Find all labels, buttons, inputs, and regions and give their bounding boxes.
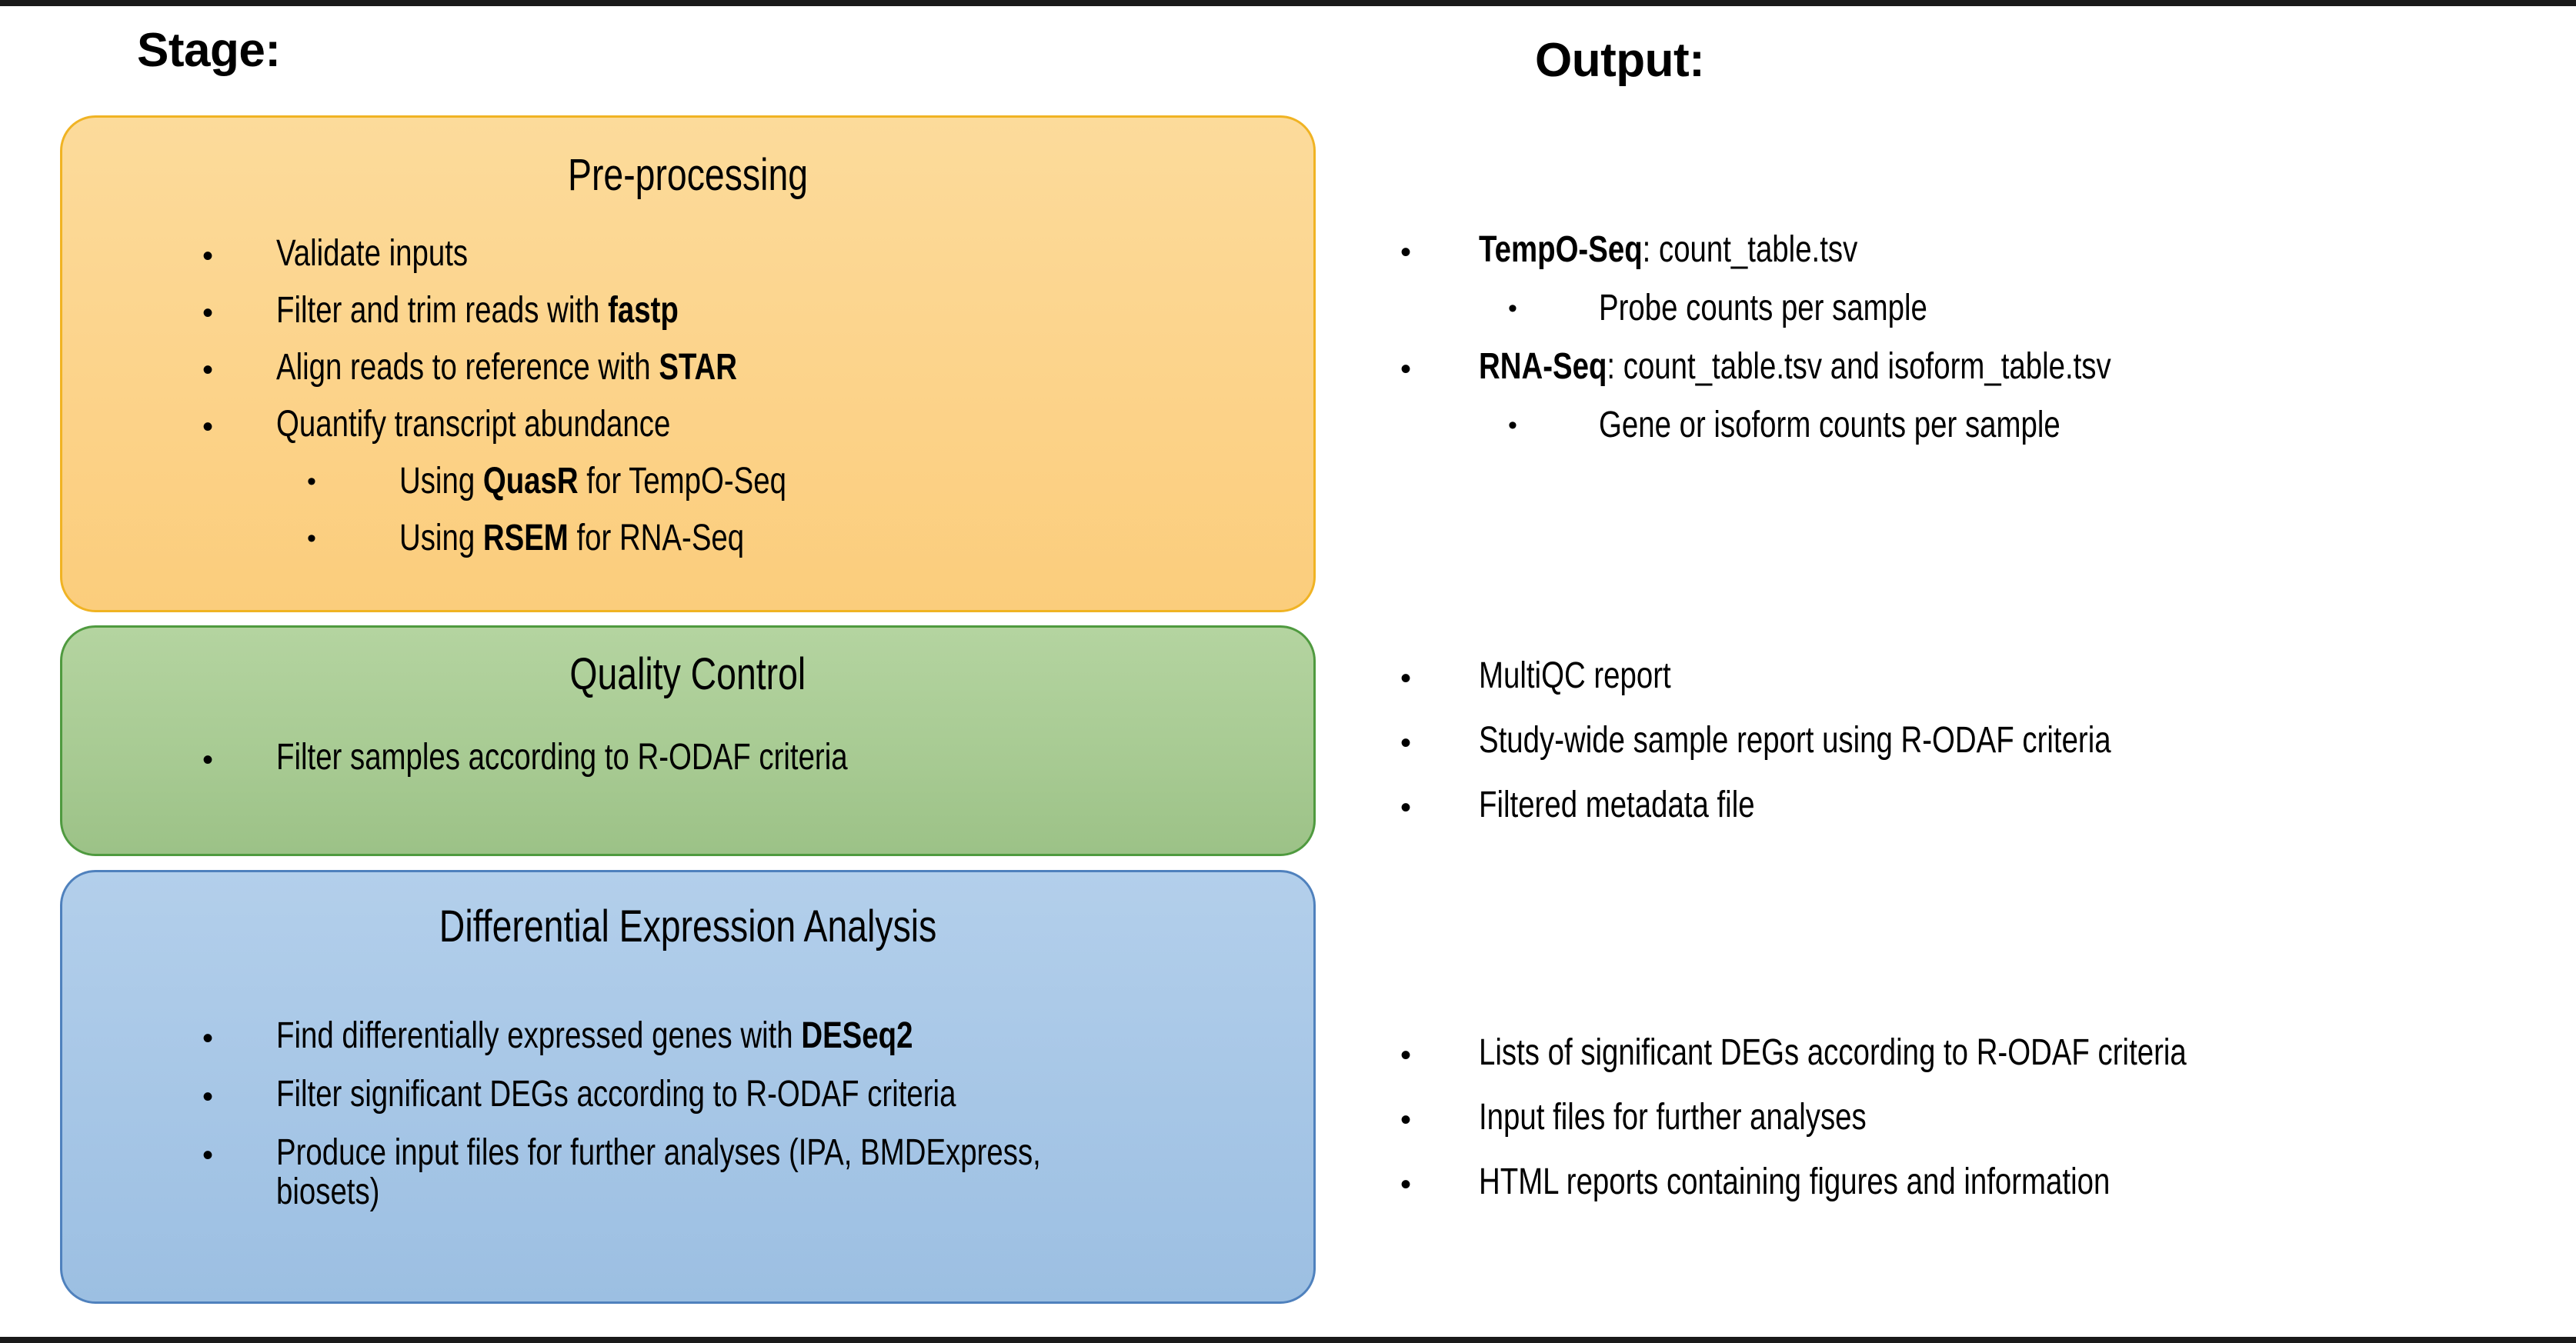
bullet-dot: •	[307, 524, 316, 553]
output-bullet-html-reports: HTML reports containing figures and info…	[1479, 1161, 2111, 1202]
bullet-dot: •	[202, 296, 214, 330]
bullet-dot: •	[1400, 1103, 1412, 1137]
stage-title-pre-processing: Pre-processing	[62, 153, 1313, 198]
stage-bullet-fastp: Filter and trim reads with fastp	[276, 290, 679, 331]
stage-column-header: Stage:	[137, 24, 281, 77]
bullet-dot: •	[202, 1080, 214, 1114]
bullet-dot: •	[202, 1021, 214, 1055]
stage-bullet-star: Align reads to reference with STAR	[276, 347, 738, 388]
stage-bullet-quasr: Using QuasR for TempO-Seq	[399, 461, 786, 502]
bullet-dot: •	[1508, 294, 1517, 323]
bullet-dot: •	[1400, 726, 1412, 760]
output-bullet-rna-seq-count-table: RNA-Seq: count_table.tsv and isoform_tab…	[1479, 346, 2111, 387]
bullet-dot: •	[202, 239, 214, 273]
top-edge-strip	[0, 0, 2576, 6]
bullet-dot: •	[1400, 662, 1412, 695]
output-bullet-gene-isoform-counts: Gene or isoform counts per sample	[1599, 405, 2060, 445]
stage-title-text: Quality Control	[569, 649, 806, 699]
bullet-dot: •	[202, 1138, 214, 1172]
stage-column: Stage: Pre-processing • Validate inputs …	[60, 24, 1316, 1304]
stage-bullet-deseq2: Find differentially expressed genes with…	[276, 1015, 913, 1056]
stage-bullet-validate-inputs: Validate inputs	[276, 233, 469, 274]
stage-title-text: Pre-processing	[567, 150, 809, 200]
bullet-dot: •	[1400, 791, 1412, 825]
stage-bullet-filter-degs: Filter significant DEGs according to R-O…	[276, 1074, 956, 1115]
stage-title-text: Differential Expression Analysis	[439, 901, 937, 951]
output-column: Output:	[1385, 0, 2576, 1343]
bullet-dot: •	[202, 743, 214, 777]
stage-box-pre-processing: Pre-processing • Validate inputs • Filte…	[60, 115, 1316, 612]
stage-bullet-filter-samples: Filter samples according to R-ODAF crite…	[276, 737, 848, 778]
stage-title-quality-control: Quality Control	[62, 652, 1313, 697]
stage-bullet-rsem: Using RSEM for RNA-Seq	[399, 518, 745, 558]
output-bullet-study-wide-sample-report: Study-wide sample report using R-ODAF cr…	[1479, 720, 2111, 761]
bottom-edge-strip	[0, 1337, 2576, 1343]
stage-bullet-quantify: Quantify transcript abundance	[276, 404, 671, 445]
stage-bullet-produce-input-files: Produce input files for further analyses…	[276, 1132, 1041, 1212]
bullet-dot: •	[202, 410, 214, 444]
output-bullet-lists-of-significant-degs: Lists of significant DEGs according to R…	[1479, 1032, 2187, 1073]
stage-title-differential-expression-analysis: Differential Expression Analysis	[62, 905, 1313, 949]
stage-box-quality-control: Quality Control • Filter samples accordi…	[60, 625, 1316, 856]
output-bullet-probe-counts: Probe counts per sample	[1599, 288, 1927, 328]
bullet-dot: •	[1400, 1038, 1412, 1072]
output-bullet-tempo-seq-count-table: TempO-Seq: count_table.tsv	[1479, 229, 1858, 270]
bullet-dot: •	[1508, 411, 1517, 440]
output-bullet-filtered-metadata-file: Filtered metadata file	[1479, 785, 1755, 825]
bullet-dot: •	[202, 353, 214, 387]
bullet-dot: •	[307, 467, 316, 496]
output-bullet-input-files-further-analyses: Input files for further analyses	[1479, 1097, 1867, 1138]
bullet-dot: •	[1400, 352, 1412, 386]
stage-box-differential-expression-analysis: Differential Expression Analysis • Find …	[60, 870, 1316, 1304]
output-bullet-multiqc-report: MultiQC report	[1479, 655, 1671, 696]
bullet-dot: •	[1400, 235, 1412, 269]
bullet-dot: •	[1400, 1168, 1412, 1201]
output-column-header: Output:	[1535, 34, 1705, 87]
